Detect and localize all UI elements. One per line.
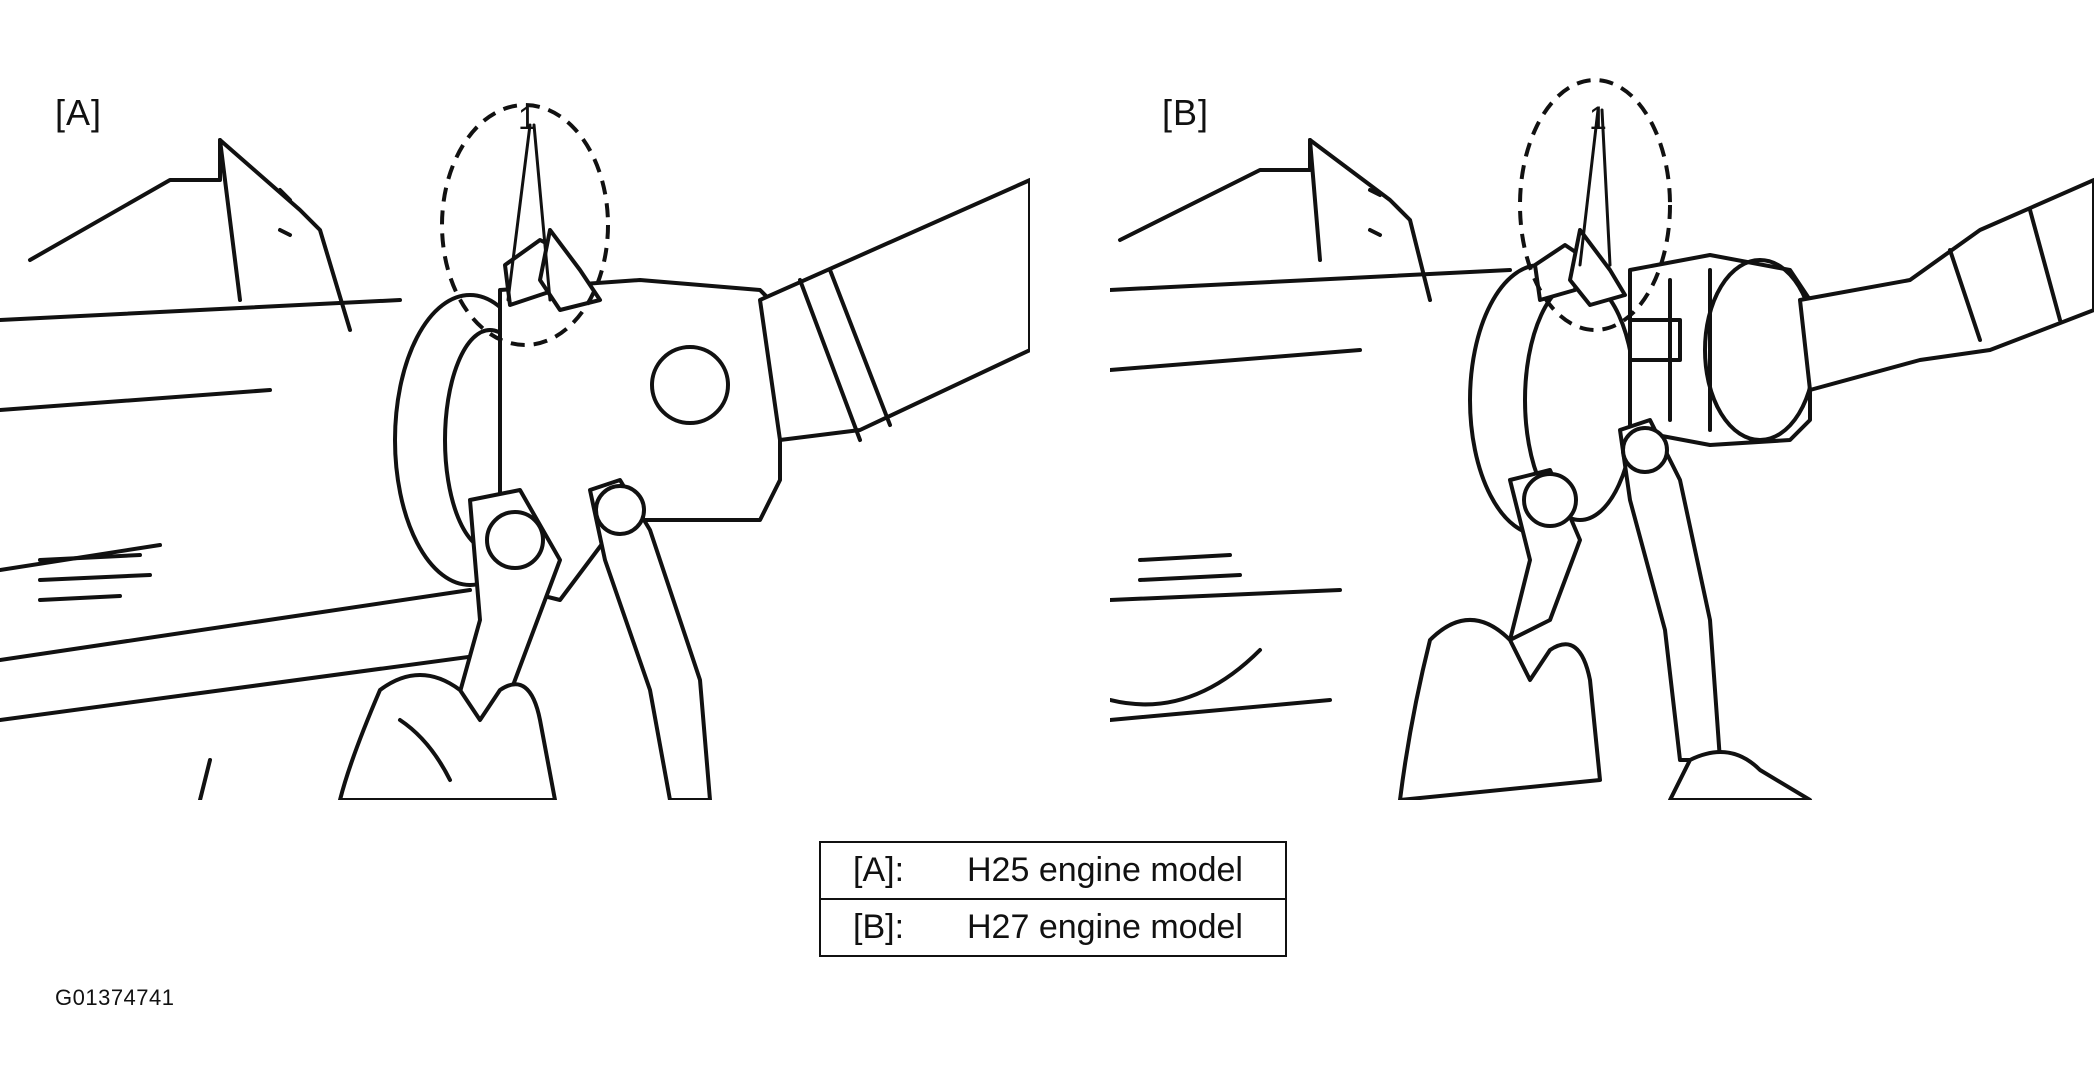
callout-number: 1 bbox=[518, 100, 536, 136]
panel-label: [B] bbox=[1162, 92, 1210, 133]
figure-id: G01374741 bbox=[55, 985, 175, 1010]
legend-text: H25 engine model bbox=[967, 851, 1243, 889]
legend-key: [B]: bbox=[853, 908, 905, 946]
legend-row: [B]: H27 engine model bbox=[821, 898, 1285, 955]
panel-a: [A] 1 bbox=[0, 0, 1030, 800]
legend-key: [A]: bbox=[853, 851, 905, 889]
panel-b: [B] 1 bbox=[1110, 0, 2094, 800]
callout-number: 1 bbox=[1589, 100, 1607, 136]
panel-a-illustration bbox=[0, 103, 1030, 800]
legend-row: [A]: H25 engine model bbox=[821, 843, 1285, 898]
legend-table: [A]: H25 engine model [B]: H27 engine mo… bbox=[819, 841, 1287, 957]
panel-b-illustration bbox=[1110, 78, 2094, 800]
legend-text: H27 engine model bbox=[967, 908, 1243, 946]
panel-label: [A] bbox=[55, 92, 103, 133]
